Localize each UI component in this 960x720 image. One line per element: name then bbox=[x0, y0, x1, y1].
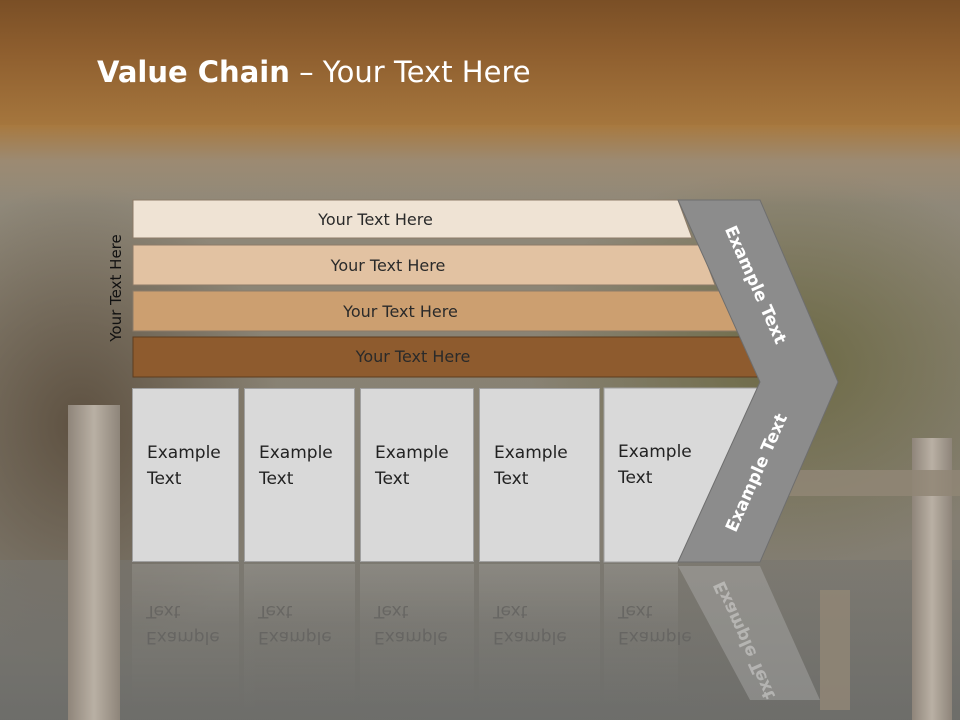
bar-2-label: Your Text Here bbox=[330, 255, 446, 275]
box-4-reflection: Example Text bbox=[479, 564, 600, 714]
bar-3-label: Your Text Here bbox=[343, 301, 458, 321]
activity-box-1: Example Text bbox=[132, 388, 239, 562]
box-4-label: Example Text bbox=[494, 443, 568, 489]
bar-4-label: Your Text Here bbox=[355, 346, 471, 366]
box-5-reflection: Example Text bbox=[604, 564, 692, 714]
activity-box-2: Example Text bbox=[244, 388, 355, 562]
box-1-reflection-text: Example Text bbox=[146, 601, 220, 647]
box-1-reflection: Example Text bbox=[132, 564, 239, 714]
box-2-label: Example Text bbox=[259, 443, 333, 489]
box-1-label: Example Text bbox=[147, 443, 221, 489]
box-5-reflection-text: Example Text bbox=[618, 601, 692, 647]
bar-3: Your Text Here bbox=[133, 292, 728, 330]
title-bold: Value Chain bbox=[97, 55, 290, 89]
box-3-label: Example Text bbox=[375, 443, 449, 489]
chevron-reflection bbox=[678, 566, 820, 700]
side-label-text: Your Text Here bbox=[107, 234, 125, 342]
bar-4: Your Text Here bbox=[133, 337, 753, 375]
dock-leg bbox=[820, 590, 850, 710]
bar-shape-2 bbox=[132, 244, 716, 286]
box-4-reflection-text: Example Text bbox=[493, 601, 567, 647]
box-5-label: Example Text bbox=[618, 442, 692, 488]
dock-post-left bbox=[68, 405, 120, 720]
bar-2: Your Text Here bbox=[133, 246, 703, 284]
box-2-reflection: Example Text bbox=[244, 564, 355, 714]
box-2-reflection-text: Example Text bbox=[258, 601, 332, 647]
bar-shape-1 bbox=[132, 199, 693, 239]
title-rest: – Your Text Here bbox=[289, 55, 531, 89]
activity-box-5: Example Text bbox=[604, 388, 692, 562]
chevron-arrow bbox=[677, 199, 839, 563]
activity-box-3: Example Text bbox=[360, 388, 474, 562]
slide-title: Value Chain – Your Text Here bbox=[97, 55, 531, 89]
box-3-reflection: Example Text bbox=[360, 564, 474, 714]
box-3-reflection-text: Example Text bbox=[374, 601, 448, 647]
bar-1-label: Your Text Here bbox=[318, 209, 433, 229]
bar-1: Your Text Here bbox=[133, 200, 678, 238]
activity-box-4: Example Text bbox=[479, 388, 600, 562]
